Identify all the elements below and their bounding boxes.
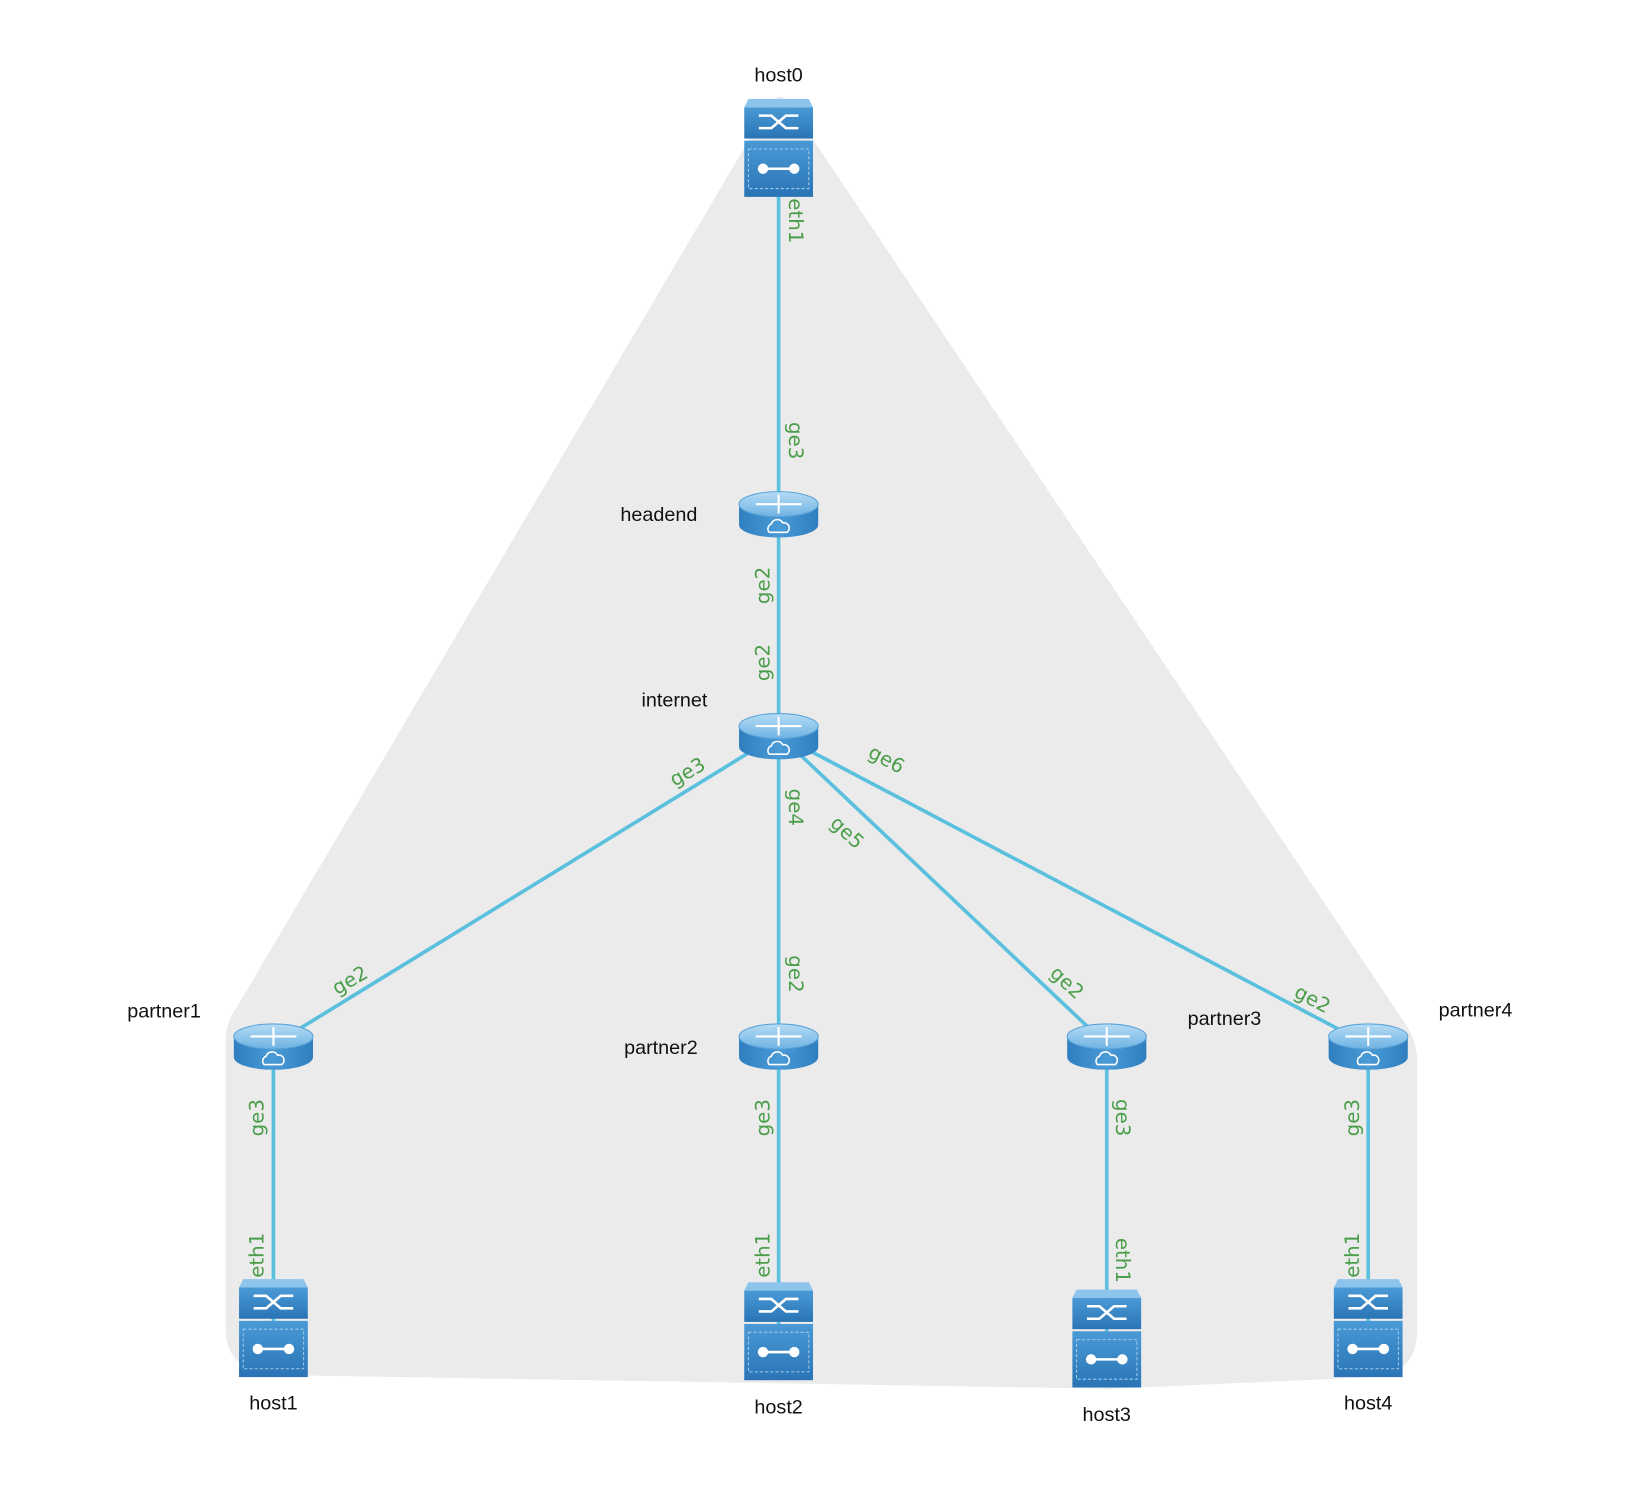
node-label: host2 [754,1397,802,1419]
interface-label: ge3 [245,1099,268,1136]
group-hull [225,96,1418,1390]
node-label: internet [641,689,707,711]
switch-icon [1072,1289,1142,1388]
switch-icon [239,1279,308,1378]
interface-label: ge3 [1341,1099,1364,1136]
interface-label: eth1 [1341,1233,1364,1278]
node-label: host0 [754,64,802,86]
node-partner3[interactable]: partner3 [1066,1008,1262,1070]
interface-label: eth1 [245,1233,268,1278]
switch-icon [744,1282,813,1381]
node-label: partner4 [1439,1000,1513,1022]
node-label: partner2 [624,1037,698,1059]
router-icon [1328,1023,1409,1070]
link-internet-partner4[interactable] [777,732,1370,1047]
interface-label: eth1 [1111,1238,1134,1283]
node-partner2[interactable]: partner2 [624,1023,819,1070]
node-internet[interactable]: internet [641,689,819,760]
node-host4[interactable]: host4 [1333,1279,1403,1414]
interface-label: ge3 [752,1099,775,1136]
interface-label: ge2 [752,567,775,604]
router-icon [738,1023,819,1070]
interface-label: ge3 [1111,1099,1134,1136]
link-internet-partner3[interactable] [777,733,1109,1047]
interface-label: eth1 [752,1233,775,1278]
node-host1[interactable]: host1 [239,1279,308,1414]
router-icon [738,491,819,538]
node-label: host1 [249,1392,297,1414]
router-icon [1066,1023,1147,1070]
switch-icon [744,98,813,197]
node-partner1[interactable]: partner1 [127,1001,314,1070]
node-host3[interactable]: host3 [1072,1289,1142,1426]
interface-label: ge2 [784,955,807,992]
interface-label: ge3 [784,422,807,459]
router-icon [233,1023,314,1070]
node-label: partner1 [127,1001,201,1023]
node-label: host3 [1083,1404,1131,1426]
interface-label: eth1 [784,198,807,243]
router-icon [738,713,819,760]
node-label: partner3 [1188,1008,1262,1030]
node-label: headend [620,504,697,526]
node-host0[interactable]: host0 [744,64,813,197]
interface-label: ge4 [784,789,807,826]
node-partner4[interactable]: partner4 [1328,1000,1513,1070]
node-headend[interactable]: headend [620,491,819,538]
node-label: host4 [1344,1392,1392,1414]
node-host2[interactable]: host2 [744,1282,813,1419]
interface-label: ge2 [752,644,775,681]
switch-icon [1333,1279,1403,1378]
link-internet-partner1[interactable] [272,732,780,1047]
